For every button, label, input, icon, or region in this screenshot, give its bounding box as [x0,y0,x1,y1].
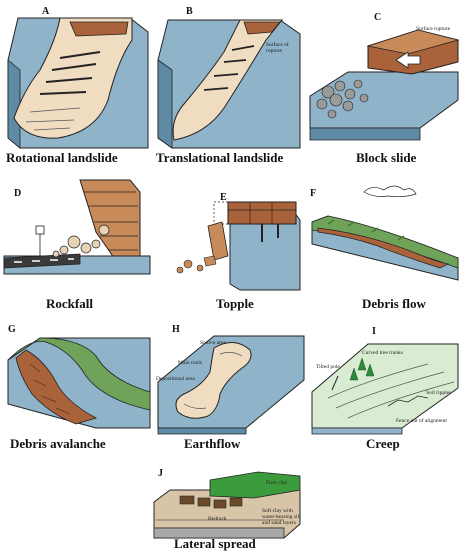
panel-lateral-spread: J Firm clay Bedrock Soft clay with water… [150,462,310,553]
panel-letter: G [8,324,16,335]
panel-caption: Debris flow [362,296,426,311]
panel-topple: E Topple [154,172,308,312]
panel-letter: F [310,188,317,199]
panel-letter: A [42,6,50,17]
panel-caption: Rotational landslide [6,150,118,165]
panel-caption: Topple [216,296,254,311]
soil-ripples-lines [327,363,455,419]
bedrock-layer [153,527,285,539]
slump-cracks [39,51,101,95]
debris-texture [29,363,71,415]
panel-caption: Translational landslide [156,150,284,165]
base-front [309,127,421,141]
debris-avalanche-illustration [7,337,151,429]
panel-caption: Lateral spread [174,536,256,551]
firm-clay-label: Firm clay [266,480,288,486]
slump-mass [13,17,133,139]
main-track-label: Main track [178,360,202,366]
panel-debris-avalanche: G Debris avalanche [0,320,154,460]
panel-caption: Creep [366,436,400,451]
panel-caption: Earthflow [184,436,241,451]
panel-letter: J [158,468,163,479]
tilted-pole [331,375,339,391]
panel-debris-flow: F Debris flow [308,172,462,312]
rubble-pile [316,79,369,119]
debris-channel [317,227,450,269]
panel-rockfall: D Rockfall [0,172,154,312]
flow-lines [183,352,243,409]
cap-joints [228,202,296,224]
original-position-outline [213,201,229,225]
tension-cracks [261,224,279,242]
panel-letter: D [14,188,22,199]
falling-boulders [52,224,110,258]
rockfall-illustration [3,179,151,275]
trees [327,219,405,241]
panel-caption: Rockfall [46,296,93,311]
translational-landslide-illustration [157,19,301,149]
curved-trees [349,357,375,381]
fence-out-of-alignment-label: Fence out of alignment [396,418,447,424]
cloud-icon [363,185,417,198]
curved-tree-trunks-label: Curved tree trunks [362,350,403,356]
block-side [157,59,173,149]
toppling-column [207,221,229,261]
surface-of-rupture-label: Surface of rupture [266,42,289,54]
rotational-landslide-illustration [7,17,149,149]
topple-illustration [176,201,301,291]
panel-caption: Debris avalanche [10,436,106,451]
cliff-face [79,179,141,269]
toe-lines [25,107,81,131]
panel-translational-landslide: B Surface of rupture Translational lands… [154,0,308,170]
panel-letter: C [374,12,382,23]
rock-layers [84,191,138,251]
sliding-mass [172,19,284,141]
block-front [311,427,403,435]
tilted-pole-label: Tilted pole [316,364,340,370]
source-area-label: Source area [200,340,226,346]
rock-cap [227,201,297,225]
road-markings [14,258,74,263]
slide-cracks [203,45,255,91]
rock-debris [176,255,217,274]
block-slide-illustration [309,29,460,141]
scarp-top [69,21,129,37]
road-sign [35,225,45,235]
panel-earthflow: H Source area Main track Depositional ar… [154,320,308,460]
creep-illustration [311,343,459,435]
bedrock-label: Bedrock [208,516,227,522]
earthflow-illustration [157,335,305,435]
panel-letter: I [372,326,376,337]
panel-letter: E [220,192,227,203]
block-top [366,29,460,55]
soft-clay-label: Soft clay with water-bearing silt and sa… [262,508,301,526]
spread-blocks [179,495,243,509]
block-front [157,427,247,435]
panel-letter: H [172,324,180,335]
lateral-spread-illustration [153,471,301,539]
fence [387,395,429,407]
debris-flow-illustration [311,185,459,281]
soil-ripples-label: Soil ripples [426,390,452,396]
panel-letter: B [186,6,193,17]
vegetated-hillside [7,337,151,411]
block-side [7,59,21,149]
panel-creep: I Curved tree trunks Tilted pole Soil ri… [308,320,462,460]
scarp-top [243,21,281,35]
firm-clay-layer [209,471,301,499]
surface-rupture-label: Surface rupture [416,26,451,32]
panel-rotational-landslide: A Rotational landslide [0,0,154,170]
movement-arrow [395,51,421,69]
earthflow-mass [175,342,252,419]
panel-caption: Block slide [356,150,417,165]
depositional-area-label: Depositional area [156,376,195,382]
panel-block-slide: C Surface rupture Block slide [308,0,462,170]
